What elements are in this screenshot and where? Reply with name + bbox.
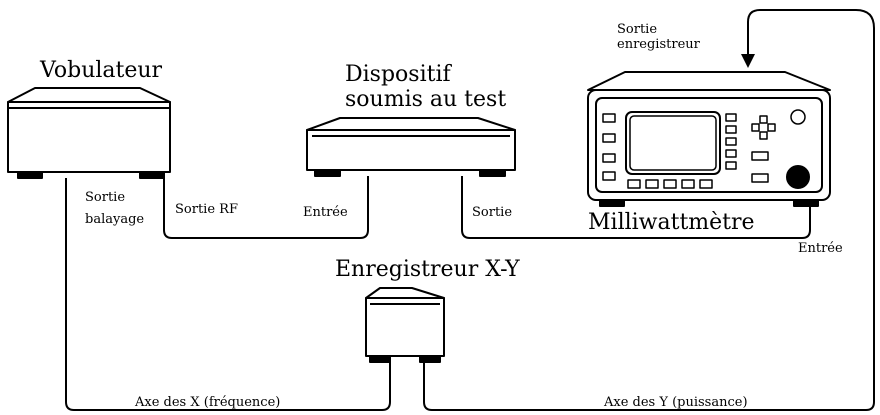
dut-out-label: Sortie <box>472 205 513 220</box>
cable-dut-to-meter <box>461 176 811 239</box>
meter-in-label: Entrée <box>798 241 843 256</box>
dut-device <box>306 117 516 177</box>
power-meter-device <box>587 71 831 207</box>
sweeper-title: Vobulateur <box>40 58 163 83</box>
dut-title-line1: Dispositif <box>345 62 451 87</box>
power-meter-title: Milliwattmètre <box>588 210 755 235</box>
xy-recorder-title: Enregistreur X-Y <box>335 257 520 282</box>
cable-recorder-to-y <box>423 9 875 411</box>
sweep-out-label-line1: Sortie <box>85 190 126 205</box>
sweep-out-label-line2: balayage <box>85 212 145 227</box>
y-axis-label: Axe des Y (puissance) <box>604 395 748 410</box>
sweeper-device <box>7 87 171 179</box>
recorder-out-label-line2: enregistreur <box>617 37 700 52</box>
rf-out-label: Sortie RF <box>175 202 238 217</box>
cable-rf-to-dut <box>163 176 369 239</box>
xy-recorder-device <box>365 287 445 363</box>
dut-title-line2: soumis au test <box>345 87 507 112</box>
dut-in-label: Entrée <box>303 205 348 220</box>
cable-sweep-to-x <box>65 178 391 411</box>
x-axis-label: Axe des X (fréquence) <box>135 395 281 410</box>
recorder-out-label-line1: Sortie <box>617 22 658 37</box>
